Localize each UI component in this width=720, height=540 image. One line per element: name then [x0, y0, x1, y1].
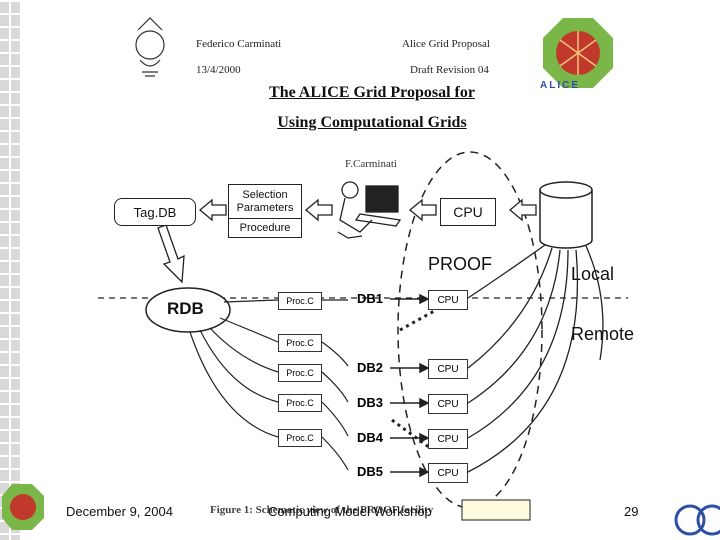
selection-parameters-box: Selection Parameters	[228, 184, 302, 220]
user-at-computer-icon	[337, 181, 402, 239]
db2-label: DB2	[357, 360, 384, 375]
db3-label: DB3	[357, 395, 384, 410]
db4-label: DB4	[357, 430, 384, 445]
rdb-label: RDB	[167, 299, 204, 318]
footer-date: December 9, 2004	[66, 504, 173, 519]
cpu-box-2: CPU	[428, 359, 468, 379]
db-to-cpu-curves	[467, 244, 604, 473]
cpu-box-4: CPU	[428, 429, 468, 449]
db-cpu-arrows	[390, 293, 430, 478]
db1-label: DB1	[357, 291, 384, 306]
db5-label: DB5	[357, 464, 384, 479]
dotted-migration-arrows	[391, 308, 437, 450]
procedure-box: Procedure	[228, 218, 302, 238]
cpu-box-3: CPU	[428, 394, 468, 414]
paper-doc-title: Alice Grid Proposal	[402, 38, 490, 50]
local-label: Local	[571, 264, 615, 284]
rdb-connections	[189, 299, 349, 471]
paper-title-line1: The ALICE Grid Proposal for	[269, 84, 475, 101]
note-box	[461, 499, 531, 521]
paper-date: 13/4/2000	[196, 64, 241, 76]
proc-c-5: Proc.C	[278, 429, 322, 447]
tagdb-box: Tag.DB	[114, 198, 196, 226]
alice-logo-top	[543, 18, 613, 88]
selection-parameters-line2: Parameters	[236, 202, 294, 214]
paper-revision: Draft Revision 04	[410, 64, 489, 76]
mascot-icon	[135, 17, 165, 77]
cpu-box-5: CPU	[428, 463, 468, 483]
paper-author: Federico Carminati	[196, 38, 282, 50]
proc-c-3: Proc.C	[278, 364, 322, 382]
figure-caption: Figure 1: Schematic view of the PROOF fa…	[210, 504, 434, 516]
footer-title: Computing Model Workshop	[268, 504, 432, 519]
proc-c-4: Proc.C	[278, 394, 322, 412]
proc-c-2: Proc.C	[278, 334, 322, 352]
footer-page-number: 29	[624, 504, 639, 519]
alice-logo-text: ALICE	[540, 80, 580, 91]
slide-left-stripe	[0, 0, 20, 540]
cern-symbol-icon	[674, 504, 720, 536]
database-cylinder-icon	[539, 181, 593, 249]
paper-title-line2: Using Computational Grids	[277, 114, 467, 131]
cpu-top-box: CPU	[440, 198, 496, 226]
rdb-ellipse	[145, 287, 231, 333]
proof-boundary	[397, 151, 543, 509]
top-arrows	[157, 198, 537, 284]
proc-c-1: Proc.C	[278, 292, 322, 310]
remote-label: Remote	[571, 324, 635, 344]
cpu-box-1: CPU	[428, 290, 468, 310]
alice-logo-bottom	[2, 484, 44, 530]
paper-byline: F.Carminati	[345, 158, 397, 170]
selection-parameters-line1: Selection	[242, 189, 288, 201]
proof-label: PROOF	[428, 254, 493, 274]
